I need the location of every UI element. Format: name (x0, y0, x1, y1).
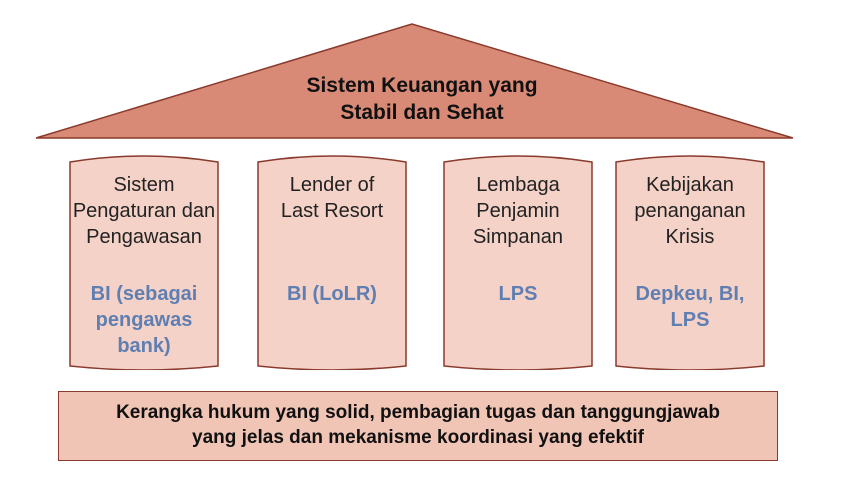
pillar-title: Kebijakan penanganan Krisis (634, 174, 746, 248)
pillar-title: Lembaga Penjamin Simpanan (472, 174, 564, 248)
pillar-lender-of-last-resort: Lender of Last Resort BI (LoLR) (256, 148, 408, 370)
pillar-shape (615, 155, 765, 370)
roof-shape (35, 23, 794, 139)
roof-title-line-2: Stabil dan Sehat (340, 101, 504, 124)
roof-title-line-1: Sistem Keuangan yang (306, 74, 538, 97)
pillar-shape (257, 155, 407, 370)
pillar-shape (443, 155, 593, 370)
pillar-title: Sistem Pengaturan dan Pengawasan (72, 174, 216, 248)
pillar-owner: BI (sebagai pengawas bank) (90, 283, 198, 357)
pillar-owner: BI (LoLR) (287, 283, 377, 305)
roof (35, 23, 794, 139)
foundation: Kerangka hukum yang solid, pembagian tug… (58, 391, 778, 461)
pillar-regulation-supervision: Sistem Pengaturan dan Pengawasan BI (seb… (68, 148, 220, 370)
pillar-crisis-policy: Kebijakan penanganan Krisis Depkeu, BI, … (614, 148, 766, 370)
foundation-text: Kerangka hukum yang solid, pembagian tug… (116, 402, 720, 448)
pillar-owner: Depkeu, BI, LPS (635, 283, 745, 331)
pillar-shape (69, 155, 219, 370)
pillar-deposit-insurance: Lembaga Penjamin Simpanan LPS (442, 148, 594, 370)
pillar-title: Lender of Last Resort (280, 174, 384, 222)
pillar-owner: LPS (498, 283, 538, 305)
